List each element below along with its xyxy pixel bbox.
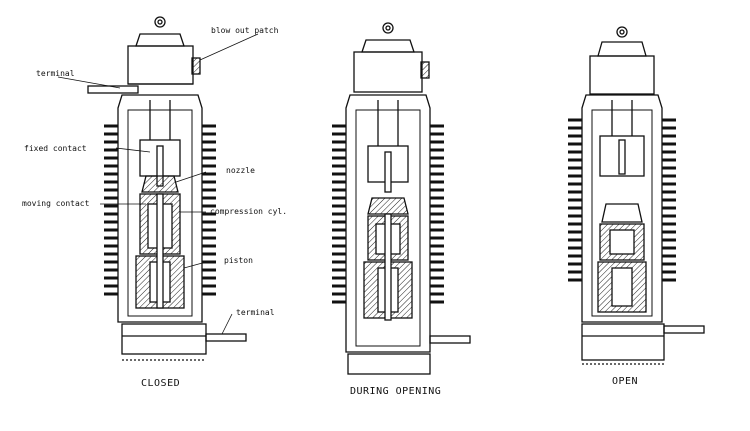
- insulator-body: [581, 94, 663, 323]
- label-terminal-bottom: terminal: [236, 308, 275, 317]
- insulator-body: [345, 94, 431, 353]
- bottom-base: [581, 323, 665, 361]
- insulator-body: [117, 94, 203, 323]
- caption-during-opening: DURING OPENING: [350, 386, 442, 397]
- blow-out-patch-part: [191, 57, 201, 75]
- label-blow-out-patch: blow out patch: [211, 26, 279, 35]
- top-cap: [597, 41, 647, 57]
- label-piston: piston: [224, 256, 253, 265]
- top-flange: [353, 51, 423, 93]
- nozzle-part: [601, 203, 643, 223]
- label-compression-cyl: compression cyl.: [210, 207, 288, 216]
- caption-closed: CLOSED: [141, 378, 181, 389]
- label-terminal-top: terminal: [36, 69, 75, 78]
- lifting-eye: [382, 22, 394, 34]
- lifting-eye: [616, 26, 628, 38]
- caption-open: OPEN: [612, 376, 639, 387]
- insulator-sheds-left: [332, 124, 346, 304]
- breaker-open: [568, 26, 705, 365]
- top-flange: [127, 45, 194, 85]
- bottom-base: [121, 323, 207, 355]
- breaker-closed: [87, 16, 247, 361]
- insulator-sheds-left: [104, 124, 118, 296]
- top-flange: [589, 55, 655, 95]
- insulator-sheds-left: [568, 118, 582, 282]
- bottom-terminal-bar: [205, 333, 247, 342]
- breaker-during-opening: [332, 22, 471, 375]
- insulator-sheds-right: [662, 118, 676, 282]
- nozzle-part: [141, 175, 179, 193]
- label-moving-contact: moving contact: [22, 199, 90, 208]
- insulator-sheds-right: [202, 124, 216, 296]
- fixed-contact-part: [599, 135, 645, 177]
- lifting-eye: [154, 16, 166, 28]
- bottom-terminal-bar: [663, 325, 705, 334]
- bottom-base: [347, 353, 431, 375]
- top-cap: [135, 33, 185, 47]
- insulator-sheds-right: [430, 124, 444, 304]
- top-terminal-bar: [87, 85, 139, 94]
- bottom-terminal-bar: [429, 335, 471, 344]
- label-nozzle: nozzle: [226, 166, 255, 175]
- top-cap: [361, 39, 415, 53]
- label-fixed-contact: fixed contact: [24, 144, 87, 153]
- nozzle-part: [367, 197, 409, 215]
